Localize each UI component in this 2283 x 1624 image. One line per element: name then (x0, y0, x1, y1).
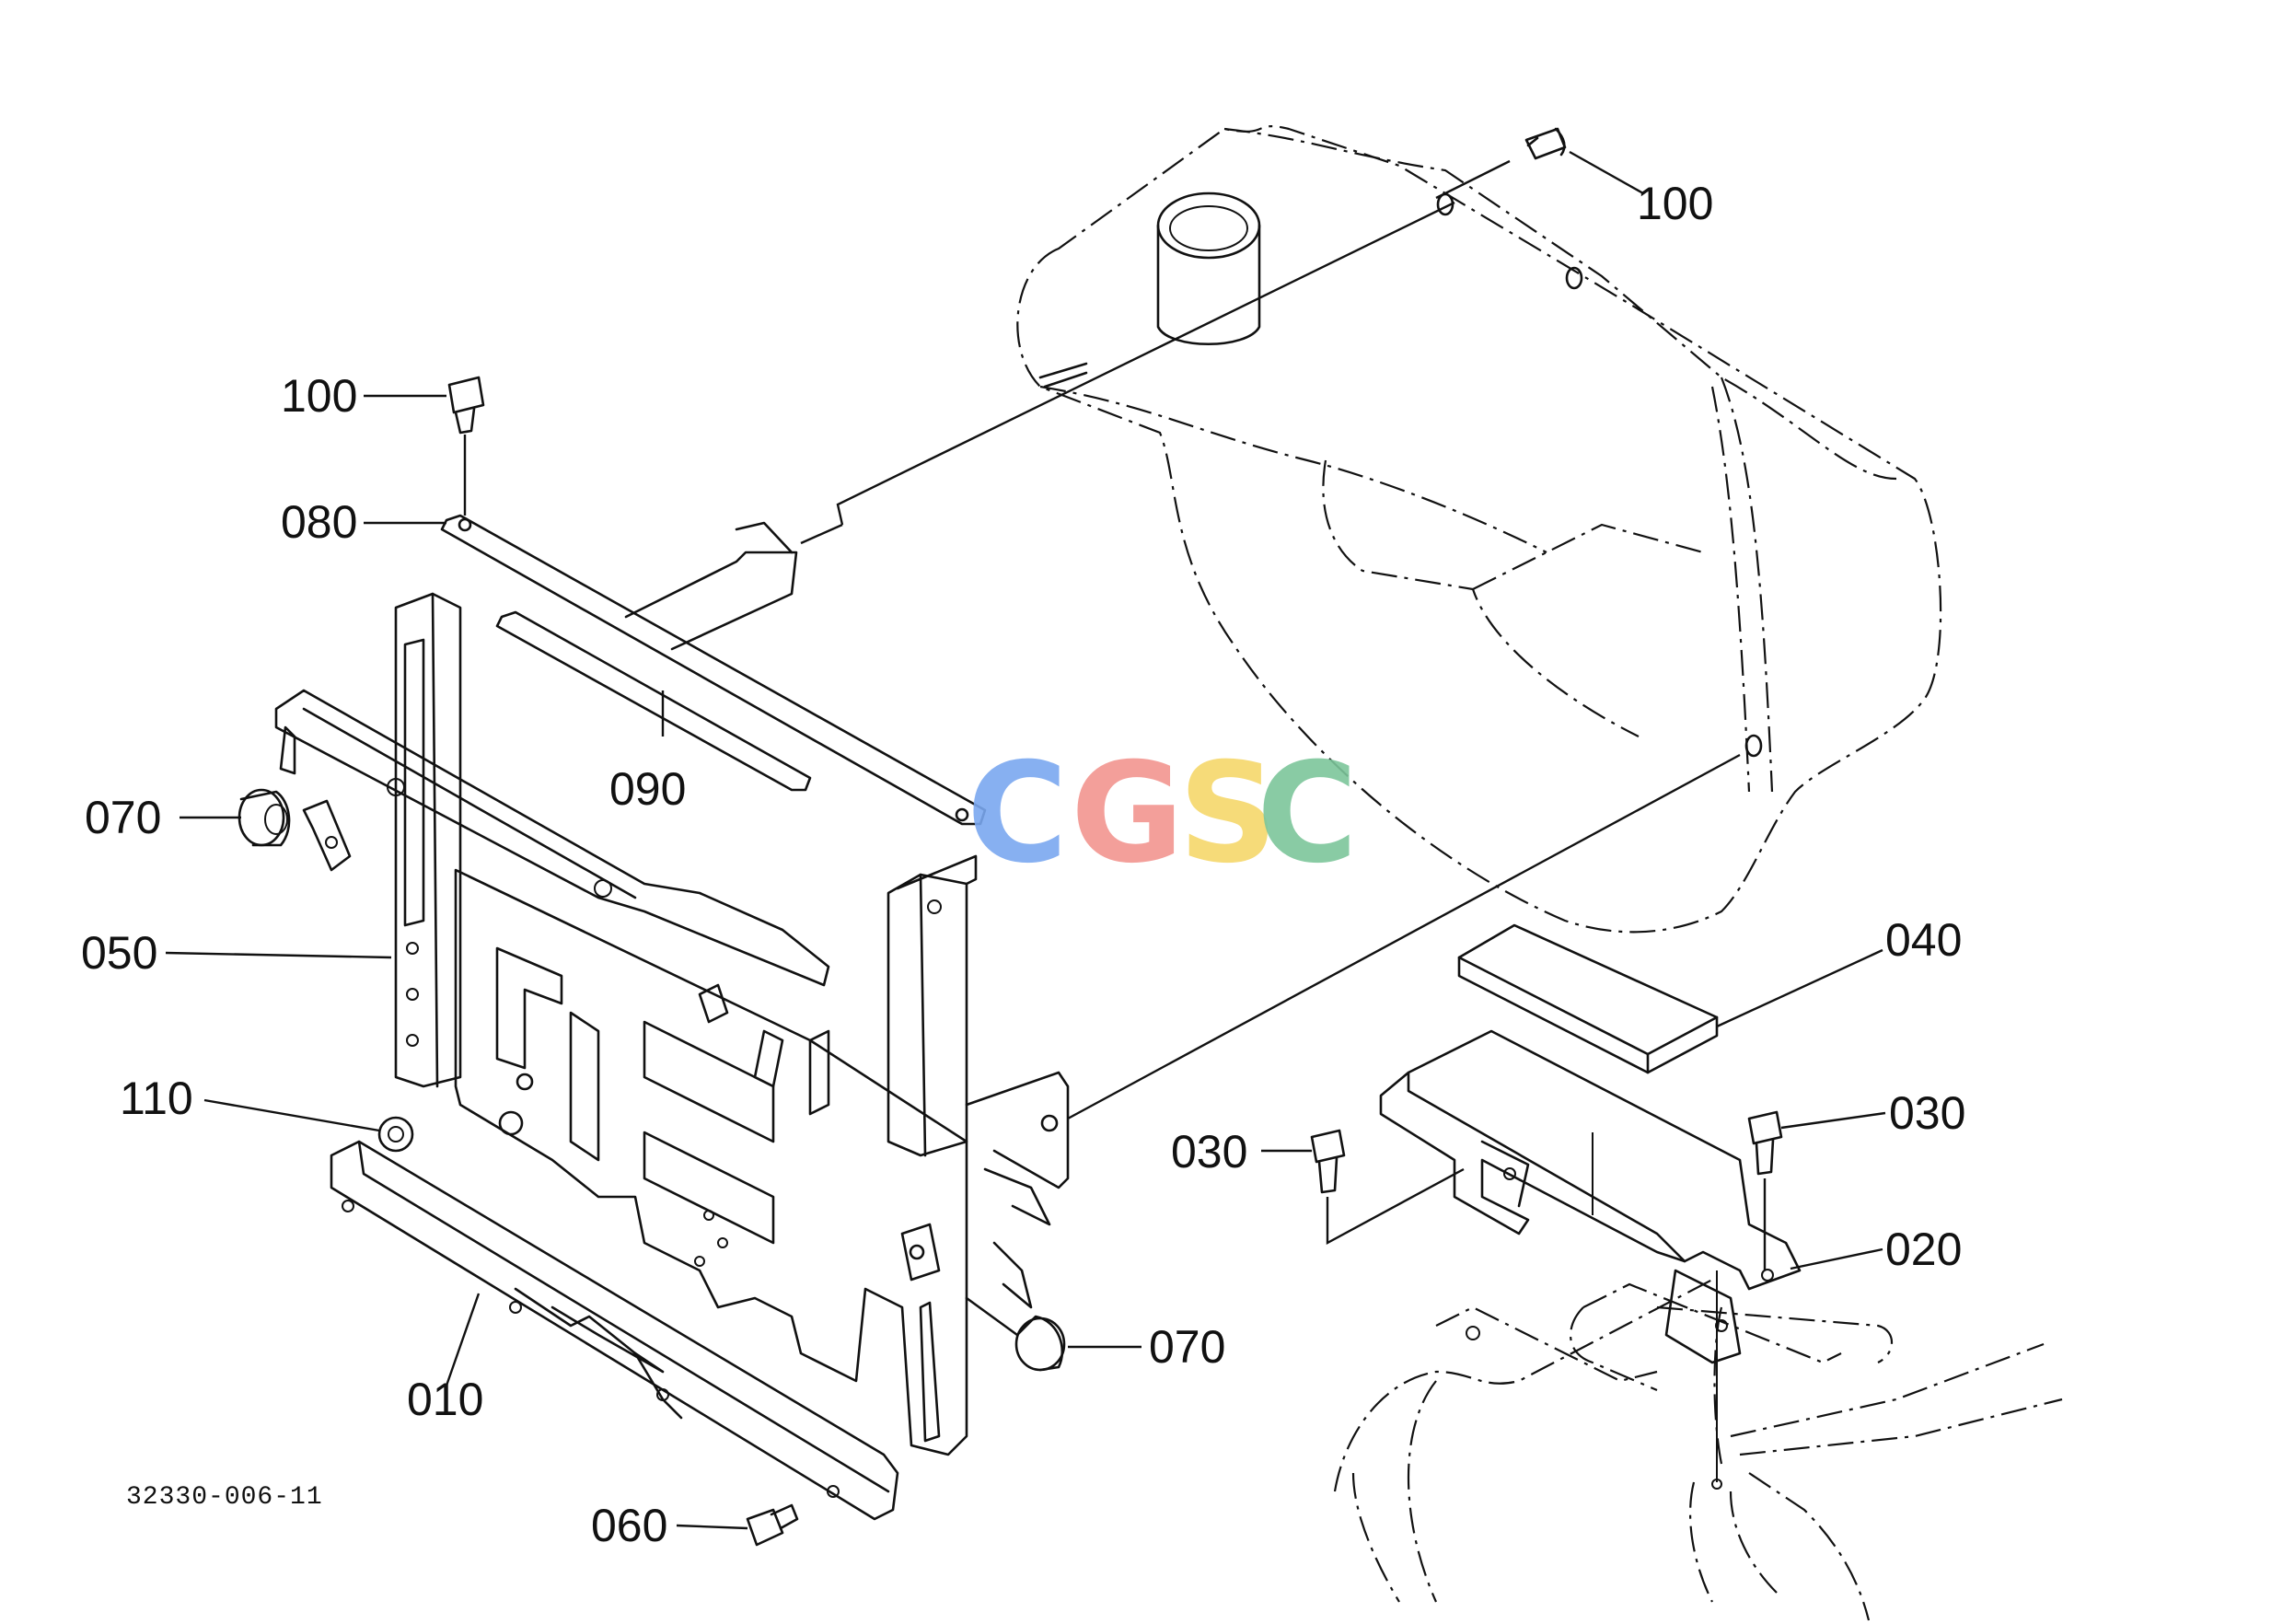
part-label-010: 010 (407, 1374, 483, 1425)
bolt-060 (746, 1503, 799, 1547)
bolt-030-left (1310, 1129, 1465, 1246)
part-label-100-left: 100 (281, 370, 357, 422)
watermark-logo: C G S C (967, 734, 1358, 894)
strap-080 (440, 201, 1455, 826)
part-label-030-right: 030 (1889, 1087, 1965, 1139)
part-label-040: 040 (1885, 914, 1962, 966)
part-label-080: 080 (281, 496, 357, 548)
rubber-mount-070-left (238, 788, 291, 847)
tractor-chassis (1333, 1270, 2063, 1621)
nut-110 (377, 1116, 414, 1153)
part-label-060: 060 (591, 1500, 667, 1551)
rubber-mount-070-right (965, 1296, 1066, 1372)
leader-lines (165, 394, 1886, 1530)
part-label-070-right: 070 (1149, 1321, 1225, 1373)
part-label-100-upper-right: 100 (1637, 178, 1713, 229)
base-channel-010 (330, 1140, 899, 1521)
part-label-030-left: 030 (1171, 1126, 1247, 1177)
pad-040 (1457, 923, 1719, 1074)
bracket-frame-050 (274, 592, 1070, 1456)
part-label-070-left: 070 (85, 792, 161, 843)
watermark-letter-c2: C (1257, 734, 1358, 894)
part-label-110: 110 (120, 1073, 193, 1124)
watermark-letter-g: G (1071, 734, 1184, 894)
drawing-number: 32330-006-11 (126, 1483, 323, 1512)
watermark-letter-s: S (1178, 734, 1278, 894)
bolt-100-left (447, 376, 485, 516)
bolt-100-upper-right (1435, 127, 1567, 200)
watermark-letter-c1: C (967, 734, 1068, 894)
part-label-050: 050 (81, 927, 157, 979)
part-label-020: 020 (1885, 1224, 1962, 1275)
part-label-090: 090 (609, 763, 686, 815)
bolt-030-right (1747, 1110, 1783, 1270)
rubber-strip-090 (495, 610, 812, 792)
support-bracket-020 (1379, 1029, 1802, 1364)
